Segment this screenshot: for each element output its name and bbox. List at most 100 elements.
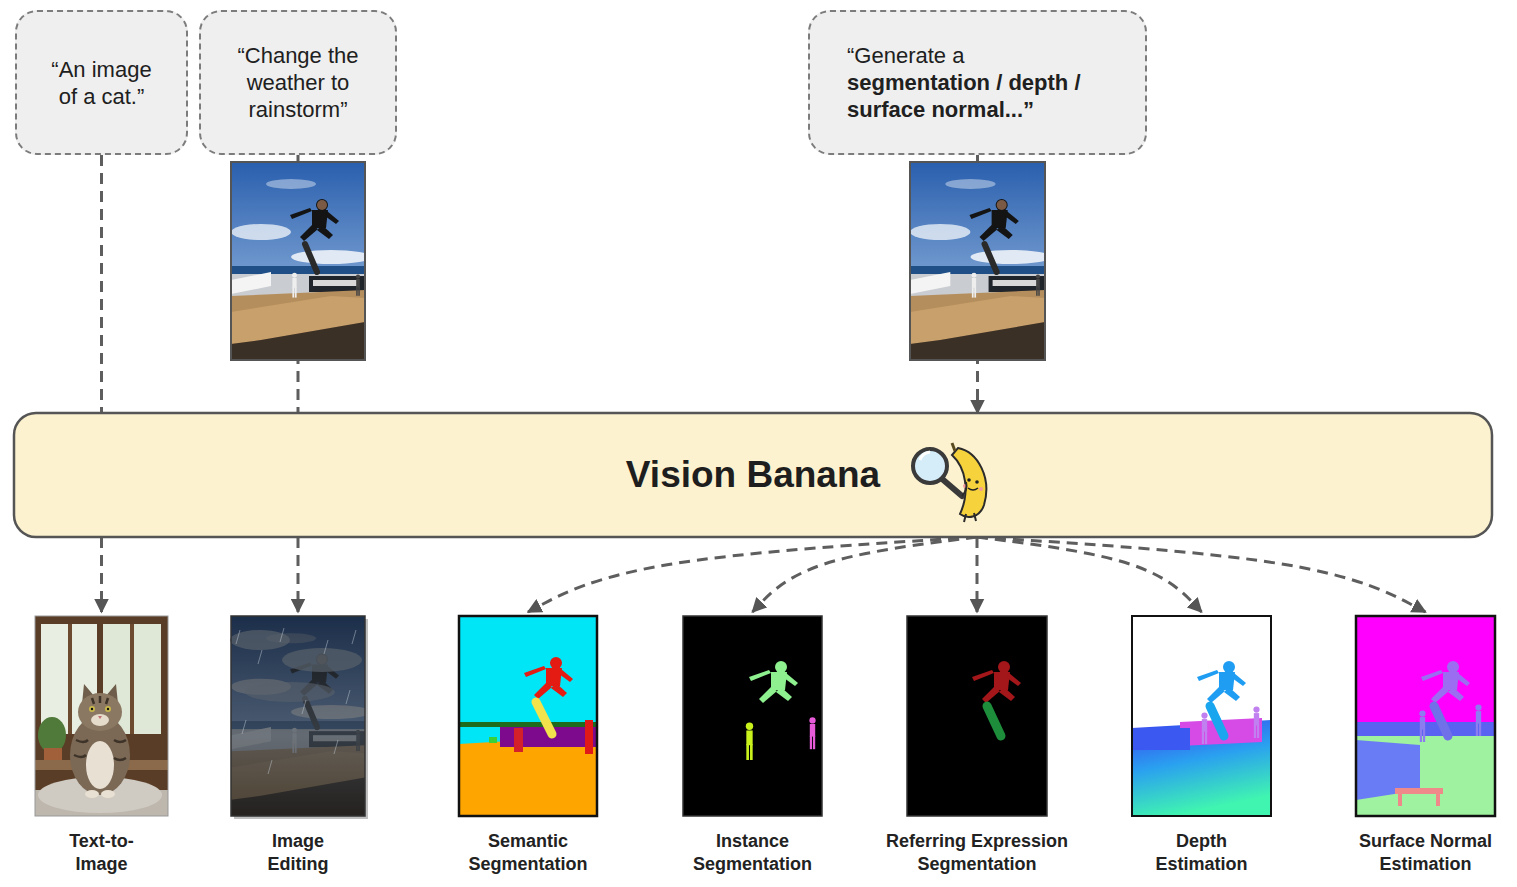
output-thumbnail: Surface Normal Estimation xyxy=(1356,616,1495,878)
cat-picture-part xyxy=(68,624,72,734)
output-thumbnail: Referring Expression Segmentation xyxy=(907,616,1047,878)
banana-magnifier-icon xyxy=(913,443,986,522)
bold-run: / xyxy=(1074,70,1080,95)
cat-picture xyxy=(35,616,168,816)
normal-map-part xyxy=(1356,616,1495,816)
input-photo-part xyxy=(910,162,1045,360)
cat-picture-part xyxy=(85,790,99,798)
cat-picture-part xyxy=(101,790,115,798)
depth-map-part xyxy=(1132,616,1271,816)
banana-magnifier-icon-part xyxy=(962,482,967,496)
cat-picture-part xyxy=(91,708,93,710)
output-thumbnail: Depth Estimation xyxy=(1132,616,1271,878)
instance-mask-part xyxy=(749,661,798,703)
depth-map xyxy=(1132,616,1271,816)
dashed-arrow xyxy=(528,537,977,612)
referring-mask-part xyxy=(907,616,1047,816)
normal-map-part xyxy=(1436,794,1440,806)
prompt-bubble: “Change the weather to rainstorm” xyxy=(199,10,397,155)
edited-photo-part xyxy=(231,616,365,816)
banana-magnifier-icon-part xyxy=(975,480,979,484)
prompt-text: “Generate a segmentation / depth / surfa… xyxy=(847,42,1102,123)
banana-magnifier-icon-part xyxy=(968,488,978,490)
cat-picture-part xyxy=(35,616,168,816)
output-thumbnail: Image Editing xyxy=(231,616,365,878)
task-caption: Text-to- Image xyxy=(52,830,152,876)
edited-photo-part xyxy=(282,648,362,672)
banana-magnifier-icon-part xyxy=(913,449,947,483)
edited-photo-part xyxy=(231,616,365,816)
depth-map-part xyxy=(1201,712,1207,744)
referring-mask-part xyxy=(987,706,1001,736)
model-band: Vision Banana xyxy=(14,413,1492,537)
banana-magnifier-icon-part xyxy=(967,478,971,482)
normal-map-part xyxy=(1395,788,1443,794)
dashed-arrow xyxy=(977,537,1426,612)
normal-map-part xyxy=(1434,706,1448,736)
bold-run: normal...” xyxy=(931,97,1034,122)
cat-picture-part xyxy=(107,708,109,710)
referring-mask-part xyxy=(972,661,1021,703)
semantic-mask-part xyxy=(459,722,597,727)
normal-map-part xyxy=(1421,661,1470,703)
prompt-bubble: “An image of a cat.” xyxy=(15,10,188,155)
semantic-mask xyxy=(459,616,597,816)
depth-map-part xyxy=(1132,728,1190,750)
normal-map-part xyxy=(1356,722,1495,736)
cat-picture-part xyxy=(74,696,126,760)
semantic-mask-part xyxy=(536,702,552,734)
semantic-mask-part xyxy=(524,657,573,699)
bold-run: depth xyxy=(1008,70,1068,95)
dashed-arrow xyxy=(100,155,103,413)
cat-picture-part xyxy=(91,714,109,726)
cat-picture-part xyxy=(98,716,102,719)
task-caption: Surface Normal Estimation xyxy=(1346,830,1506,876)
instance-mask xyxy=(683,616,822,816)
dashed-arrow xyxy=(753,537,978,612)
cat-picture-part xyxy=(35,616,168,816)
referring-mask xyxy=(907,616,1047,816)
normal-map-part xyxy=(1356,728,1495,816)
normal-map-part xyxy=(1356,616,1495,816)
instance-mask-part xyxy=(809,717,815,749)
semantic-mask-part xyxy=(459,616,597,816)
edited-photo-part xyxy=(236,628,356,774)
depth-map-part xyxy=(1132,616,1271,816)
task-caption: Image Editing xyxy=(243,830,353,876)
cat-picture-part xyxy=(130,624,134,734)
depth-map-part xyxy=(1253,706,1259,738)
depth-map-part xyxy=(1210,706,1224,736)
banana-magnifier-icon-part xyxy=(952,448,986,517)
cat-picture-part xyxy=(89,706,95,712)
bold-run: surface xyxy=(847,97,925,122)
model-band-outline xyxy=(14,413,1492,537)
semantic-mask-part xyxy=(585,720,593,754)
banana-magnifier-icon-part xyxy=(964,513,976,522)
cat-picture-part xyxy=(86,741,114,789)
banana-magnifier-icon-part xyxy=(979,487,983,491)
normal-map-part xyxy=(1419,710,1425,742)
dashed-arrow xyxy=(297,537,300,612)
banana-magnifier-icon-part xyxy=(952,443,955,451)
input-photo-part xyxy=(231,162,365,360)
input-photo-part xyxy=(231,162,371,360)
dashed-arrow xyxy=(100,537,103,612)
semantic-mask-part xyxy=(459,736,597,816)
edited-photo-part xyxy=(245,682,335,702)
task-caption: Depth Estimation xyxy=(1132,830,1272,876)
semantic-mask-part xyxy=(514,728,523,752)
edited-photo-part xyxy=(231,616,371,816)
task-caption: Instance Segmentation xyxy=(668,830,838,876)
banana-magnifier-icon-part xyxy=(941,478,962,496)
prompt-text: “Change the weather to rainstorm” xyxy=(223,42,373,123)
output-thumbnail: Text-to- Image xyxy=(35,616,168,878)
referring-mask-part xyxy=(907,616,1047,816)
instance-mask-part xyxy=(683,616,822,816)
cat-picture-part xyxy=(105,706,111,712)
depth-map-part xyxy=(1197,661,1246,703)
normal-map xyxy=(1356,616,1495,816)
task-caption: Semantic Segmentation xyxy=(443,830,613,876)
edited-photo xyxy=(230,616,371,819)
normal-map-part xyxy=(1398,794,1402,806)
